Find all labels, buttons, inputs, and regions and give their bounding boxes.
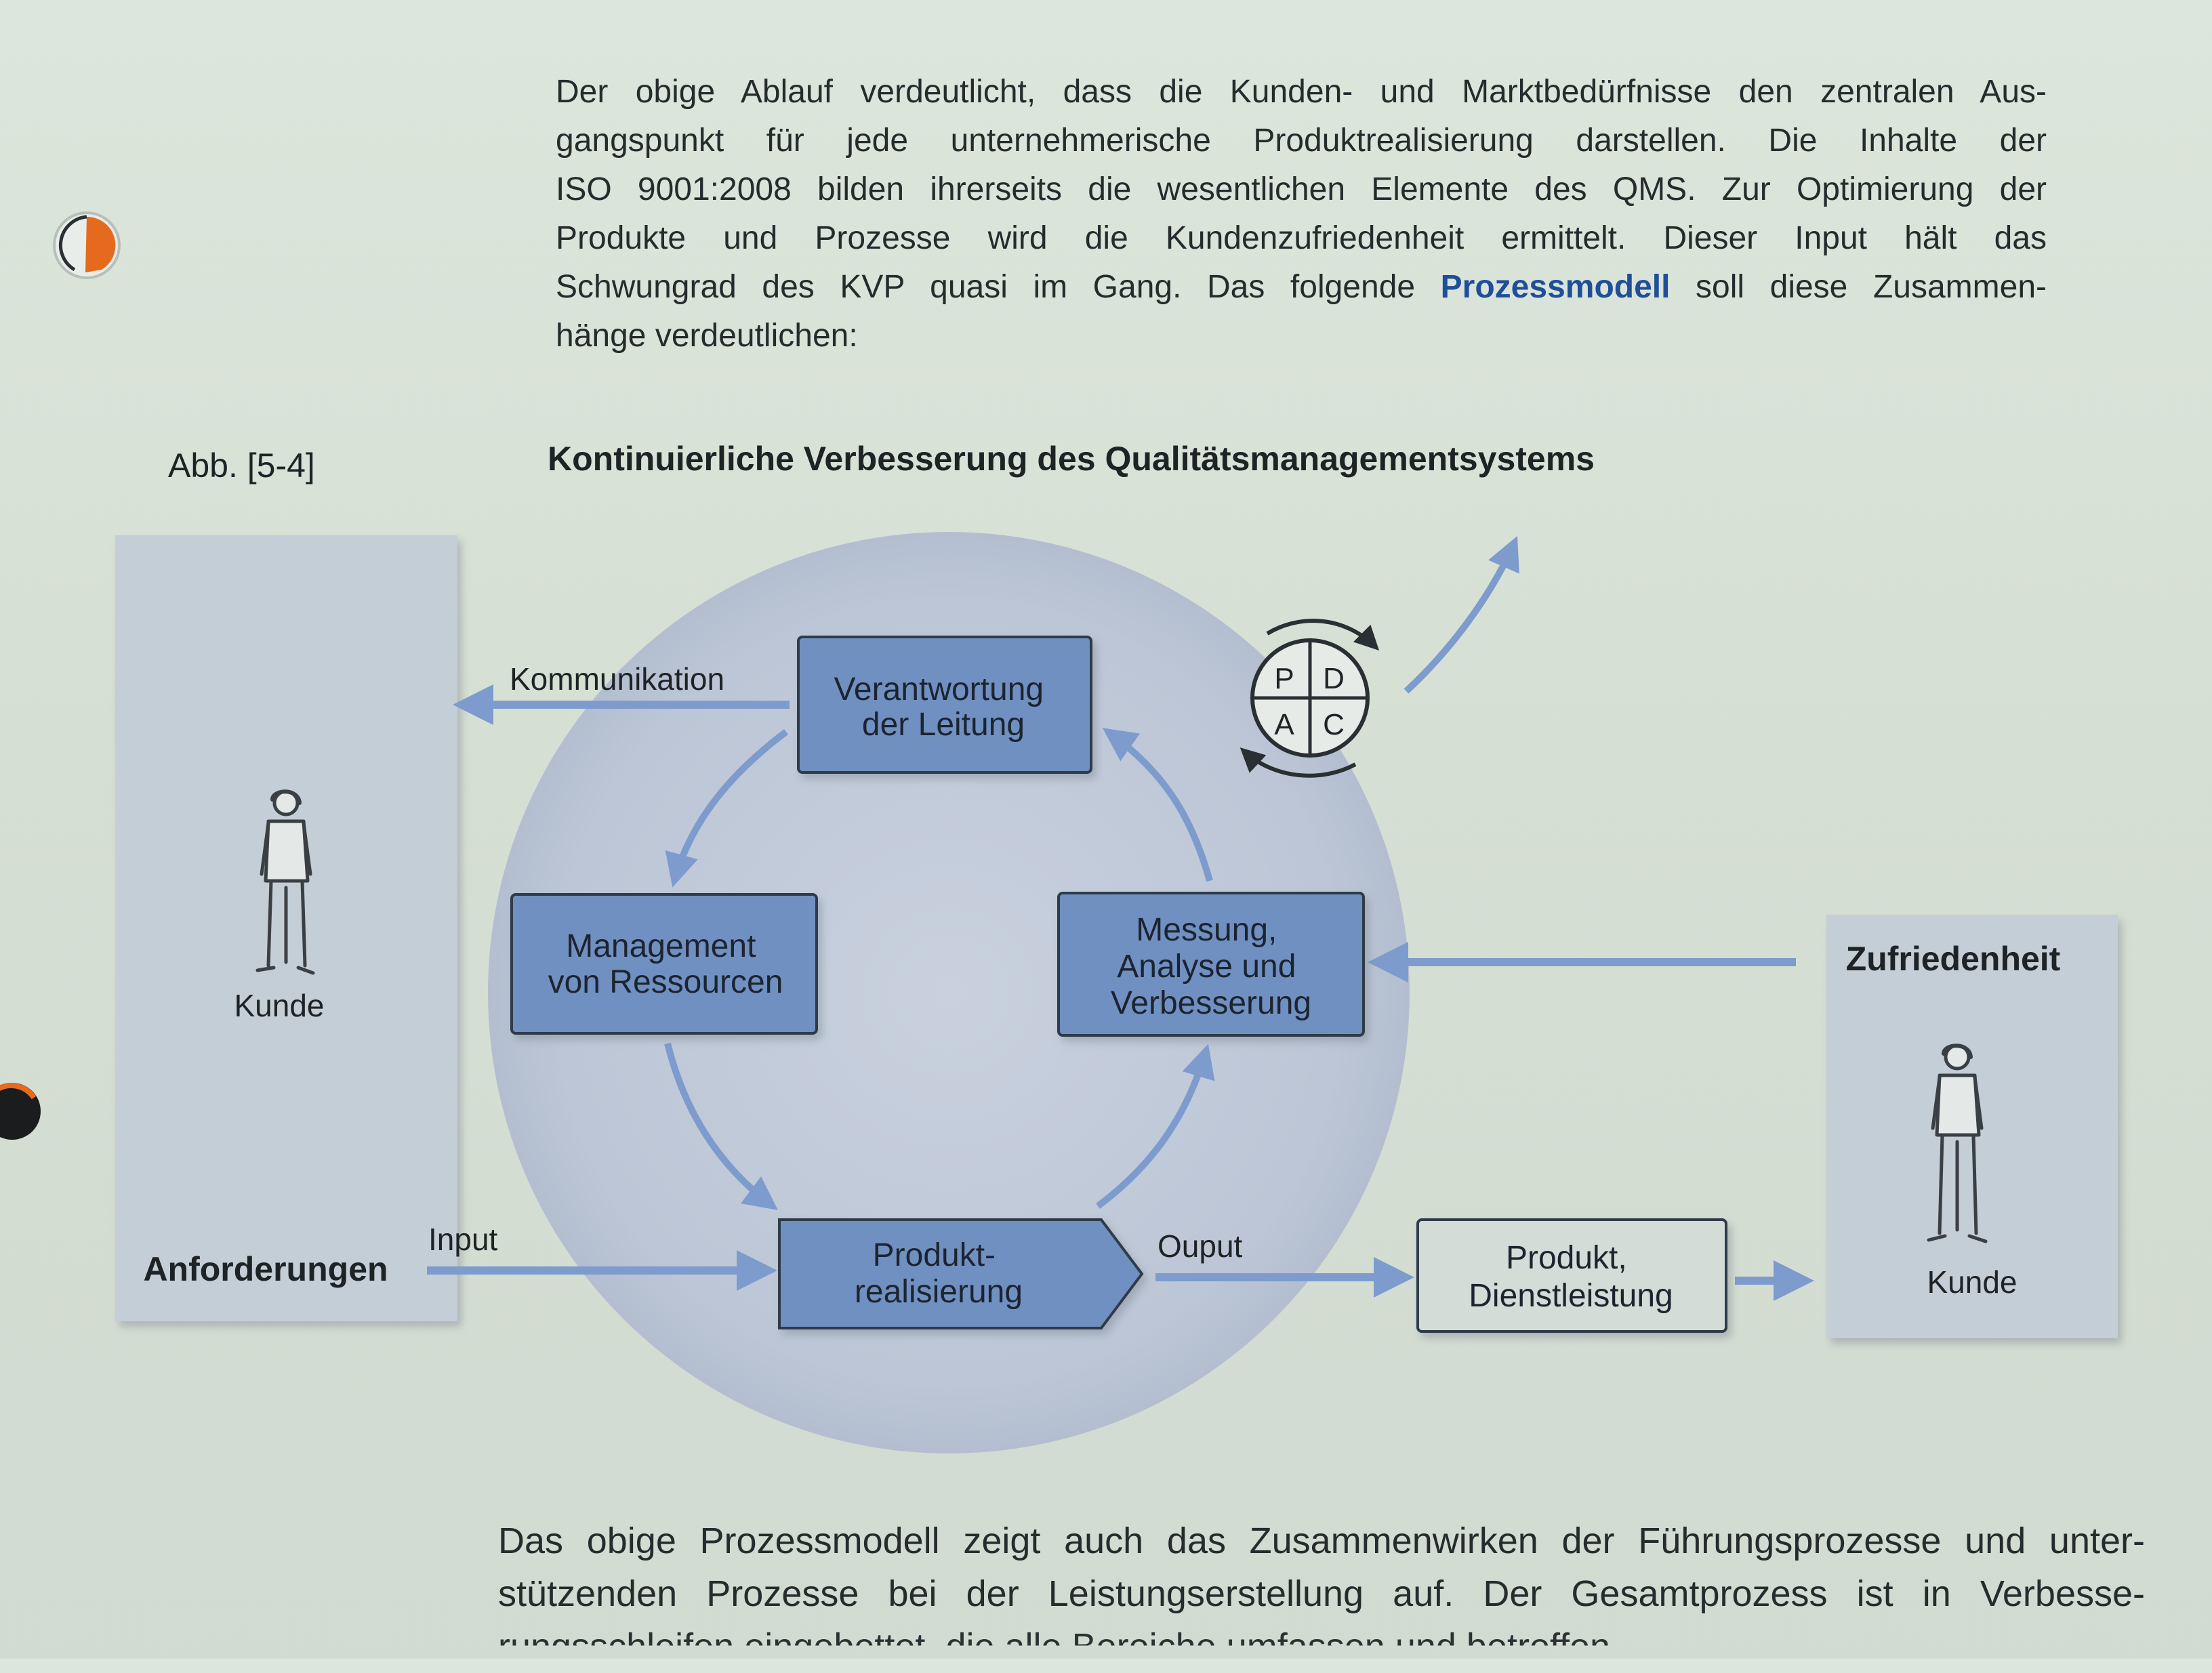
resources-label: Management von Ressourcen xyxy=(548,928,783,1000)
intro-line-5-start: Schwungrad des KVP quasi im Gang. Das fo… xyxy=(556,269,1441,305)
right-customer-label: Kunde xyxy=(1927,1264,2017,1300)
intro-paragraph: Der obige Ablauf verdeutlicht, dass die … xyxy=(556,68,2047,360)
figure-title: Kontinuierliche Verbesserung des Qualitä… xyxy=(548,440,1595,478)
realization-label: Produkt- realisierung xyxy=(855,1237,1023,1310)
realization-box xyxy=(778,1218,1144,1329)
measurement-box xyxy=(1057,892,1365,1037)
pdca-act: A xyxy=(1274,708,1294,741)
binder-tab-top xyxy=(53,211,121,279)
pdca-check: C xyxy=(1323,708,1345,741)
pdca-wheel: P D A C xyxy=(1240,619,1380,778)
intro-line-4: Produkte und Prozesse wird die Kundenzuf… xyxy=(556,220,2047,256)
intro-line-6: hänge verdeutlichen: xyxy=(556,318,858,354)
closing-line-3: rungsschleifen eingebettet, die alle Ber… xyxy=(498,1626,1621,1667)
output-label: Ouput xyxy=(1158,1228,1243,1264)
intro-line-5: Schwungrad des KVP quasi im Gang. Das fo… xyxy=(556,263,2047,312)
cycle-arrow-measurement-to-responsibility xyxy=(1102,728,1213,882)
resources-box xyxy=(510,893,818,1035)
cycle-arrow-realization-to-measurement xyxy=(1095,1044,1215,1209)
person-icon-right xyxy=(1927,1044,1988,1243)
improvement-arrow xyxy=(1404,535,1519,694)
intro-line-2: gangspunkt für jede unternehmerische Pro… xyxy=(556,123,2047,159)
responsibility-box xyxy=(797,636,1092,774)
highlight-term: Prozessmodell xyxy=(1440,269,1671,305)
satisfaction-label: Zufriedenheit xyxy=(1846,940,2061,978)
person-icon-left xyxy=(255,789,315,975)
closing-paragraph: Das obige Prozessmodell zeigt auch das Z… xyxy=(498,1514,2145,1673)
cycle-arrow-responsibility-to-resources xyxy=(665,729,789,888)
figure-label: Abb. [5-4] xyxy=(168,447,315,484)
pdca-rotation-arrow-bottom xyxy=(1240,747,1357,778)
communication-label: Kommunikation xyxy=(510,661,724,697)
pdca-do: D xyxy=(1323,662,1345,695)
responsibility-label: Verantwortung der Leitung xyxy=(834,672,1053,743)
intro-line-1: Der obige Ablauf verdeutlicht, dass die … xyxy=(556,74,2047,110)
pdca-rotation-arrow-top xyxy=(1266,619,1380,651)
product-service-label: Produkt, Dienstleistung xyxy=(1469,1240,1673,1314)
intro-line-3: ISO 9001:2008 bilden ihrerseits die wese… xyxy=(556,171,2047,207)
measurement-label: Messung, Analyse und Verbesserung xyxy=(1111,912,1311,1021)
cycle-arrow-resources-to-realization xyxy=(664,1042,778,1211)
binder-tab-middle xyxy=(0,1082,41,1140)
intro-line-5-end: soll diese Zusammen- xyxy=(1670,269,2047,305)
input-label: Input xyxy=(428,1222,498,1257)
product-service-box xyxy=(1416,1218,1727,1333)
requirements-label: Anforderungen xyxy=(143,1250,388,1288)
pdca-plan: P xyxy=(1274,662,1294,695)
left-customer-label: Kunde xyxy=(234,988,324,1023)
closing-line-2: stützenden Prozesse bei der Leistungsers… xyxy=(498,1573,2145,1614)
qms-circle xyxy=(488,532,1410,1453)
closing-line-1: Das obige Prozessmodell zeigt auch das Z… xyxy=(498,1521,2145,1561)
